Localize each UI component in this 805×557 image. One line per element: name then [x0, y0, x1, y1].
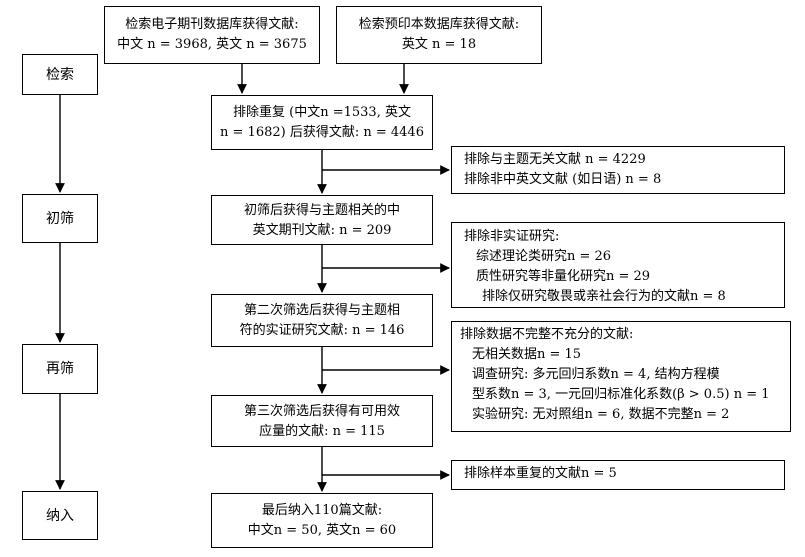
dedup-line-1: 排除重复 (中文n =1533, 英文	[233, 105, 411, 120]
exclusion-box-1: 排除与主题无关文献 n = 4229 排除非中英文文献 (如日语) n = 8	[451, 146, 785, 194]
exclusion-1-line-1: 排除与主题无关文献 n = 4229	[464, 152, 646, 167]
stage-initial-screen: 初筛	[22, 194, 98, 243]
search-preprint-line-2: 英文 n = 18	[401, 37, 477, 52]
exclusion-2-line-4: 排除仅研究敬畏或亲社会行为的文献n = 8	[482, 289, 726, 304]
search-journal-line-2: 中文 n = 3968, 英文 n = 3675	[117, 37, 307, 52]
exclusion-2-line-1: 排除非实证研究:	[464, 229, 560, 244]
final-line-1: 最后纳入110篇文献:	[261, 503, 383, 518]
exclusion-3-line-3: 调查研究: 多元回归系数n = 4, 结构方程模	[472, 367, 720, 382]
final-box: 最后纳入110篇文献: 中文n = 50, 英文n = 60	[211, 493, 433, 548]
screen2-line-1: 第二次筛选后获得与主题相	[243, 303, 400, 318]
exclusion-1-line-2: 排除非中英文文献 (如日语) n = 8	[464, 172, 662, 187]
search-preprint-box: 检索预印本数据库获得文献: 英文 n = 18	[336, 6, 542, 64]
screen3-line-2: 应量的文献: n = 115	[259, 424, 385, 439]
screen1-line-2: 英文期刊文献: n = 209	[252, 223, 392, 238]
screen3-line-1: 第三次筛选后获得有可用效	[243, 404, 400, 419]
search-journal-box: 检索电子期刊数据库获得文献: 中文 n = 3968, 英文 n = 3675	[104, 6, 320, 64]
stage-rescreen-label: 再筛	[46, 361, 74, 377]
stage-initial-screen-label: 初筛	[46, 210, 74, 227]
exclusion-4-line-1: 排除样本重复的文献n = 5	[464, 466, 617, 481]
dedup-box: 排除重复 (中文n =1533, 英文 n = 1682) 后获得文献: n =…	[211, 95, 433, 150]
stage-include: 纳入	[22, 491, 98, 540]
dedup-line-2: n = 1682) 后获得文献: n = 4446	[220, 125, 424, 140]
stage-search: 检索	[22, 54, 98, 95]
exclusion-3-line-5: 实验研究: 无对照组n = 6, 数据不完整n = 2	[472, 407, 730, 422]
stage-rescreen: 再筛	[22, 344, 98, 394]
exclusion-3-line-2: 无相关数据n = 15	[472, 347, 582, 362]
final-line-2: 中文n = 50, 英文n = 60	[247, 523, 397, 538]
exclusion-box-3: 排除数据不完整不充分的文献: 无相关数据n = 15 调查研究: 多元回归系数n…	[451, 321, 791, 432]
search-journal-line-1: 检索电子期刊数据库获得文献:	[125, 17, 299, 32]
screen2-box: 第二次筛选后获得与主题相 符的实证研究文献: n = 146	[211, 294, 433, 347]
exclusion-3-line-4: 型系数n = 3, 一元回归标准化系数(β > 0.5) n = 1	[472, 387, 770, 402]
screen3-box: 第三次筛选后获得有可用效 应量的文献: n = 115	[211, 395, 433, 447]
exclusion-2-line-3: 质性研究等非量化研究n = 29	[476, 269, 651, 284]
screen1-box: 初筛后获得与主题相关的中 英文期刊文献: n = 209	[211, 195, 433, 245]
exclusion-box-4: 排除样本重复的文献n = 5	[451, 460, 785, 490]
search-preprint-line-1: 检索预印本数据库获得文献:	[358, 17, 520, 32]
screen1-line-1: 初筛后获得与主题相关的中	[243, 203, 400, 218]
stage-include-label: 纳入	[46, 507, 74, 524]
exclusion-2-line-2: 综述理论类研究n = 26	[476, 249, 612, 264]
stage-search-label: 检索	[46, 66, 74, 83]
screen2-line-2: 符的实证研究文献: n = 146	[239, 323, 405, 338]
exclusion-box-2: 排除非实证研究: 综述理论类研究n = 26 质性研究等非量化研究n = 29 …	[451, 222, 785, 308]
exclusion-3-line-1: 排除数据不完整不充分的文献:	[460, 327, 634, 342]
